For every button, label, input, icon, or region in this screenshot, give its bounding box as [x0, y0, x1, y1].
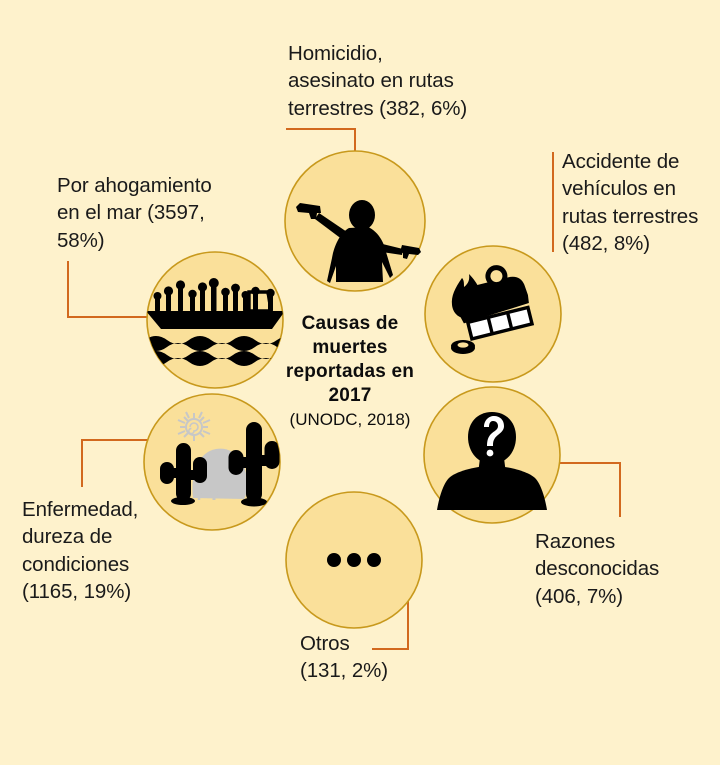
connector-homicidio [286, 128, 356, 152]
label-razones: Razones desconocidas (406, 7%) [535, 530, 660, 608]
connector-lines [67, 128, 621, 650]
label-ahogamiento: Por ahogamiento en el mar (3597, 58%) [57, 174, 212, 252]
connector-ahogamiento [67, 261, 150, 318]
shooter-with-guns-icon [296, 200, 421, 283]
label-homicidio: Homicidio, asesinato en rutas terrestres… [288, 42, 468, 120]
unknown-person-question-icon [437, 412, 547, 510]
label-otros: Otros (131, 2%) [300, 632, 388, 683]
center-source-text: (UNODC, 2018) [289, 409, 411, 429]
connector-enfermedad [81, 439, 155, 487]
desert-cactus-sun-icon [160, 411, 280, 507]
label-accidente: Accidente de vehículos en rutas terrestr… [562, 150, 699, 255]
center-title-text: Causas de muertes reportadas en 2017 [285, 313, 415, 406]
label-enfermedad: Enfermedad, dureza de condiciones (1165,… [22, 498, 139, 603]
overturned-burning-car-icon [451, 265, 535, 354]
connector-otros [372, 584, 409, 650]
crowded-boat-on-waves-icon [147, 278, 283, 366]
connector-razones [540, 462, 621, 517]
center-title-block: Causas de muertes reportadas en 2017 (UN… [272, 312, 428, 431]
ellipsis-icon [327, 553, 381, 567]
